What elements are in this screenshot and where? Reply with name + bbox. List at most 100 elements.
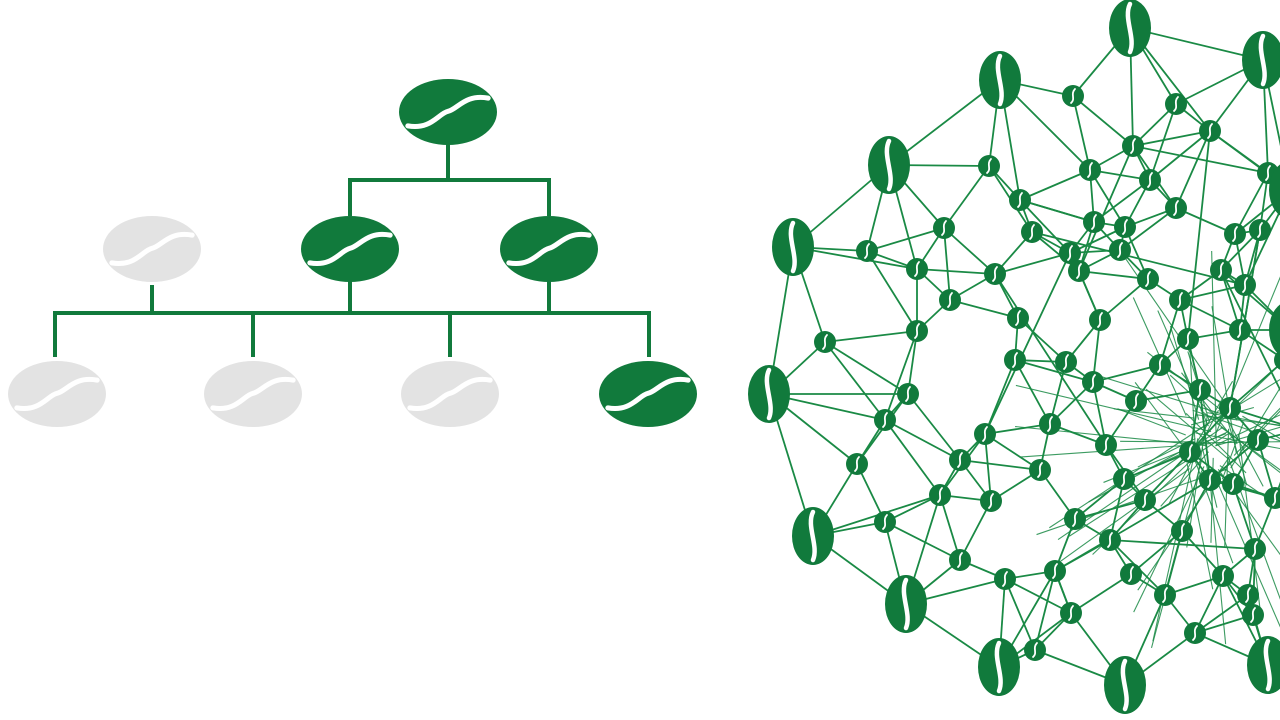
network-link: [1186, 463, 1214, 590]
network-link: [907, 393, 961, 461]
network-link: [1132, 130, 1211, 147]
network-link: [1238, 433, 1261, 610]
network-node: [1210, 259, 1232, 281]
network-node: [1134, 489, 1156, 511]
network-link: [1068, 433, 1229, 537]
network-node: [974, 423, 996, 445]
network-node: [846, 453, 868, 475]
network-link: [984, 252, 1071, 435]
network-link: [1192, 455, 1234, 564]
network-node: [1068, 260, 1090, 282]
network-node: [1171, 520, 1193, 542]
network-node: [1247, 429, 1269, 451]
network-link: [1078, 270, 1149, 280]
network-node: [874, 409, 896, 431]
network-link: [1149, 103, 1177, 181]
network-node: [949, 549, 971, 571]
network-node: [906, 320, 928, 342]
network-link: [1234, 172, 1269, 235]
network-node: [1120, 563, 1142, 585]
network-bean: [885, 575, 927, 633]
network-node: [1264, 487, 1280, 509]
network-node: [1039, 413, 1061, 435]
network-node: [929, 484, 951, 506]
network-node: [1169, 289, 1191, 311]
network-link: [884, 419, 941, 496]
network-node: [939, 289, 961, 311]
network-link: [1070, 573, 1132, 614]
network-node: [1244, 538, 1266, 560]
network-link: [1220, 269, 1280, 392]
network-link: [1274, 481, 1280, 499]
network-link: [1217, 363, 1280, 426]
network-node: [1082, 371, 1104, 393]
network-node: [1219, 397, 1241, 419]
network-link: [1215, 414, 1280, 446]
network-node: [1199, 469, 1221, 491]
network-link: [1129, 27, 1264, 61]
network-bean: [868, 136, 910, 194]
network-node: [906, 258, 928, 280]
network-link: [994, 273, 1107, 446]
network-link: [1074, 499, 1146, 520]
network-link: [1120, 440, 1196, 443]
network-bean: [1269, 164, 1280, 216]
network-link: [1192, 409, 1280, 442]
network-link: [1179, 299, 1241, 331]
network-link: [1179, 284, 1246, 301]
network-link: [1119, 207, 1177, 251]
network-link: [1072, 95, 1091, 171]
network-link: [1230, 387, 1280, 469]
network-link: [1019, 199, 1095, 223]
network-link: [824, 341, 886, 421]
network-node: [1060, 602, 1082, 624]
network-link: [943, 165, 990, 229]
coffee-bean-node-inactive: [8, 361, 106, 427]
coffee-bean-node-active: [399, 79, 497, 145]
network-node: [874, 511, 896, 533]
network-link: [866, 250, 918, 332]
network-node: [1199, 120, 1221, 142]
network-link: [1242, 415, 1280, 440]
network-bean: [1104, 656, 1146, 714]
network-link: [884, 419, 961, 461]
network-link: [1211, 251, 1217, 441]
network-node: [1212, 565, 1234, 587]
network-bean: [978, 638, 1020, 696]
network-link: [1109, 539, 1256, 550]
network-bean: [1109, 0, 1151, 57]
network-node: [1234, 274, 1256, 296]
network-link: [1113, 408, 1195, 419]
network-link: [1130, 530, 1183, 575]
network-bean: [1269, 304, 1280, 356]
network-node: [1062, 85, 1084, 107]
network-node: [1242, 604, 1264, 626]
network-node: [1059, 242, 1081, 264]
network-node: [1064, 508, 1086, 530]
network-link: [1089, 169, 1126, 228]
network-link: [1132, 145, 1269, 174]
network-node: [949, 449, 971, 471]
network-node: [1222, 473, 1244, 495]
network-node: [897, 383, 919, 405]
network-node: [1177, 328, 1199, 350]
network-node: [1179, 441, 1201, 463]
network-link: [1187, 130, 1211, 340]
network-link: [1209, 130, 1269, 174]
network-node: [1249, 219, 1271, 241]
coffee-bean-node-active: [500, 216, 598, 282]
network-link: [1019, 169, 1091, 201]
network-link: [1014, 359, 1051, 425]
network-bean: [1247, 636, 1280, 694]
network-link: [824, 330, 918, 343]
network-node: [1229, 319, 1251, 341]
network-link: [939, 494, 961, 561]
network-node: [1184, 622, 1206, 644]
network-link: [959, 500, 992, 561]
network-node: [1139, 169, 1161, 191]
network-link: [1004, 578, 1072, 614]
network-node: [1137, 268, 1159, 290]
coffee-bean-node-inactive: [401, 361, 499, 427]
